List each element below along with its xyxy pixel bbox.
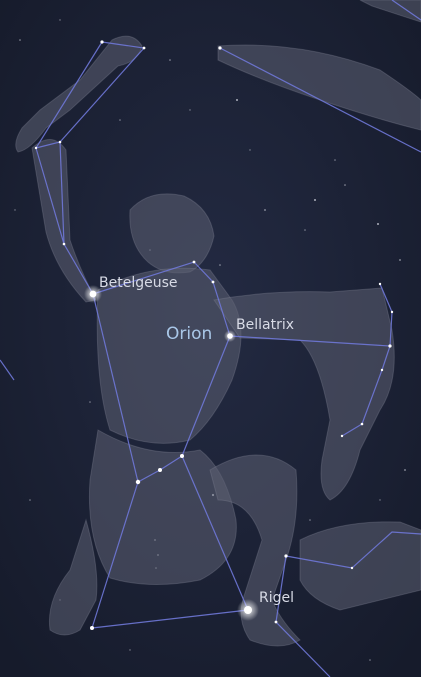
star-rigel[interactable] (237, 599, 259, 621)
constellation-stars (34, 40, 394, 630)
eridanus-line (285, 531, 421, 569)
orion-shoulders-line (92, 261, 231, 337)
label-rigel: Rigel (259, 590, 294, 606)
orion-body-right-line (181, 335, 231, 457)
label-constellation-orion: Orion (166, 324, 212, 344)
label-betelgeuse: Betelgeuse (99, 275, 178, 291)
star-bellatrix[interactable] (224, 330, 236, 342)
orion-arm-line-2 (59, 141, 65, 245)
neighbour-line-top-2 (391, 0, 421, 21)
neighbour-line-top (219, 47, 421, 153)
star-betelgeuse[interactable] (84, 285, 102, 303)
neighbour-line-left (0, 359, 15, 381)
label-bellatrix: Bellatrix (236, 317, 294, 333)
orion-body-left-line (92, 293, 139, 483)
orion-leg-right-line (181, 455, 249, 611)
